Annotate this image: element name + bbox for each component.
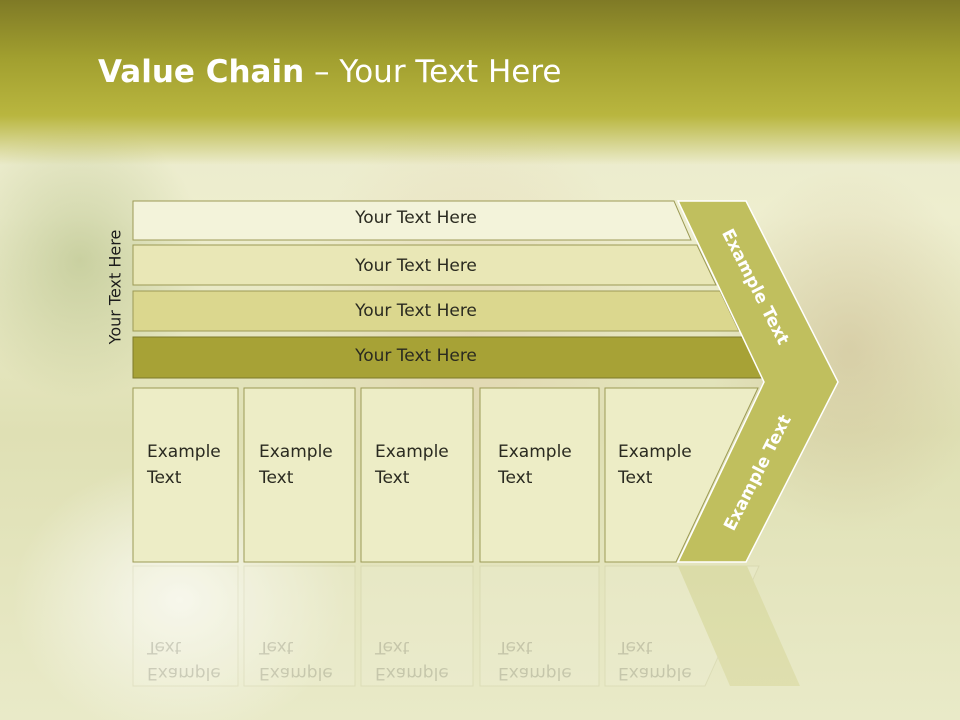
header-band [0,0,960,165]
box-5-refl-line1: Example [618,663,692,683]
box-4-line1: Example [498,442,572,462]
box-5-reflection: Example Text [618,634,692,686]
box-3-reflection: Example Text [375,634,449,686]
bar-2-label: Your Text Here [355,256,477,276]
reflection-group [132,565,800,687]
box-5-shape [604,387,759,563]
box-1-line2: Text [147,468,182,488]
box-2-reflection: Example Text [259,634,333,686]
box-4-shape [479,387,600,563]
bar-2-shape [132,244,717,286]
vertical-label: Your Text Here [105,229,125,345]
slide-title: Value Chain – Your Text Here [98,54,561,90]
box-4-reflection: Example Text [498,634,572,686]
box-2-line1: Example [259,442,333,462]
bar-3-label: Your Text Here [355,301,477,321]
box-3-line2: Text [375,468,410,488]
box-5-refl-line2: Text [618,637,653,657]
title-bold: Value Chain [98,54,305,90]
box-5-line2: Text [618,468,653,488]
box-1-reflection: Example Text [147,634,221,686]
box-1-line1: Example [147,442,221,462]
bar-1-label: Your Text Here [355,208,477,228]
bar-4-label: Your Text Here [355,346,477,366]
box-2-line2: Text [259,468,294,488]
title-rest: – Your Text Here [304,54,562,90]
box-1-refl-line1: Example [147,663,221,683]
box-2-refl-line1: Example [259,663,333,683]
box-3-shape [360,387,474,563]
box-2-refl-line2: Text [259,637,294,657]
box-1-refl-line2: Text [147,637,182,657]
box-3-line1: Example [375,442,449,462]
box-4-line2: Text [498,468,533,488]
box-1-shape [132,387,239,563]
box-5-line1: Example [618,442,692,462]
box-3-refl-line1: Example [375,663,449,683]
box-4-refl-line1: Example [498,663,572,683]
bar-1-shape [132,200,692,241]
box-3-refl-line2: Text [375,637,410,657]
box-2-shape [243,387,356,563]
box-4-refl-line2: Text [498,637,533,657]
chevron-arrow-shape [676,200,839,563]
